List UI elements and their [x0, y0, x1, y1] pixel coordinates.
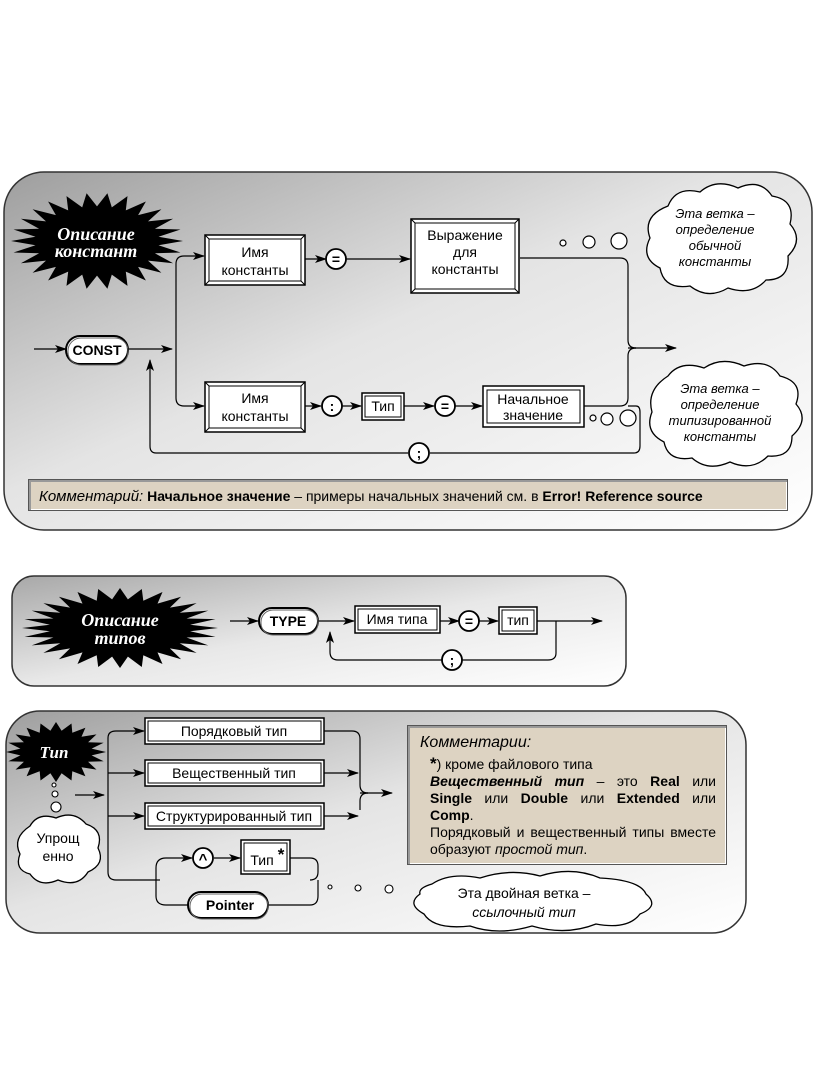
lower-name-line2: константы — [221, 408, 288, 424]
cloud-top-line2: определение — [676, 222, 755, 237]
comment-types: Комментарии: *) кроме файлового типа Вещ… — [407, 725, 727, 865]
cloud-regular-constant: Эта ветка – определение обычной констант… — [646, 183, 798, 295]
comment-error-ref: Error! Reference source — [542, 488, 703, 504]
real-type-box: Вещественный тип — [144, 759, 325, 787]
cloud-top-line4: константы — [679, 254, 752, 269]
svg-text:*: * — [278, 845, 285, 864]
comment-line-file-type: *) кроме файлового типа — [430, 754, 593, 773]
comment-text: – примеры начальных значений см. в — [290, 488, 543, 504]
const-name-box-lower: Имя константы — [204, 381, 306, 433]
cloud-bottom-line1: Эта ветка – — [680, 381, 760, 396]
cloud-simplified-line1: Упрощ — [37, 830, 80, 846]
badge-constants-line2: констант — [55, 241, 137, 261]
cloud-simplified-line2: енно — [42, 848, 73, 864]
svg-text:;: ; — [417, 445, 422, 461]
initial-value-line2: значение — [503, 407, 563, 423]
thought-dots-top — [559, 232, 628, 250]
cloud-typed-constant: Эта ветка – определение типизированной к… — [649, 360, 803, 467]
badge-type: Тип — [6, 722, 106, 782]
svg-text:Порядковый тип: Порядковый тип — [181, 723, 287, 739]
badge-types-line2: типов — [94, 628, 145, 648]
comment-label: Комментарий: — [39, 488, 144, 505]
expression-line2: для — [453, 244, 477, 260]
pointer-keyword: Pointer — [187, 891, 269, 920]
comment-line-simple-type: Порядковый и вещественный типы вместе об… — [430, 824, 716, 857]
upper-name-line1: Имя — [241, 244, 268, 260]
upper-name-line2: константы — [221, 262, 288, 278]
cloud-top-line1: Эта ветка – — [675, 206, 755, 221]
type-box-panel2: тип — [498, 606, 538, 635]
cloud-bottom-line4: константы — [684, 429, 757, 444]
svg-text:^: ^ — [199, 851, 208, 868]
svg-text:Pointer: Pointer — [206, 897, 255, 913]
colon-symbol: : — [321, 395, 343, 417]
svg-text:Вещественный тип: Вещественный тип — [172, 765, 296, 781]
lower-name-line1: Имя — [241, 390, 268, 406]
panel-constants: Описание констант CONST — [3, 171, 813, 531]
equals-symbol-types: = — [458, 610, 480, 632]
comments-heading: Комментарии: — [420, 734, 532, 751]
pointer-type-box: Тип * — [240, 839, 291, 875]
svg-text:Тип: Тип — [250, 852, 273, 868]
expression-box: Выражение для константы — [410, 218, 520, 294]
thought-dots-pointer — [327, 884, 394, 894]
svg-text:CONST: CONST — [73, 342, 122, 358]
svg-text:=: = — [465, 613, 473, 629]
svg-text:=: = — [332, 251, 340, 267]
svg-text:тип: тип — [507, 612, 529, 628]
const-name-box-upper: Имя константы — [204, 234, 306, 286]
comment-initial-value: Начальное значение — [147, 488, 291, 504]
svg-text::: : — [330, 398, 335, 414]
caret-symbol: ^ — [192, 847, 214, 869]
expression-line1: Выражение — [427, 227, 503, 243]
cloud-bottom-line2: определение — [681, 397, 760, 412]
badge-types-line1: Описание — [81, 610, 159, 630]
cloud-pointer-line2: ссылочный тип — [472, 904, 576, 920]
type-keyword: TYPE — [258, 607, 319, 636]
cloud-pointer-line1: Эта двойная ветка – — [458, 885, 591, 901]
panel-types: Описание типов TYPE Имя типа = — [11, 575, 627, 687]
comment-constants: Комментарий: Начальное значение – пример… — [28, 479, 788, 511]
cloud-top-line3: обычной — [689, 238, 741, 253]
semicolon-symbol-panel1: ; — [408, 442, 430, 464]
initial-value-box: Начальное значение — [482, 385, 585, 428]
semicolon-symbol-types: ; — [441, 649, 463, 671]
comment-line-real-type: Вещественный тип – это Real или Single и… — [430, 773, 717, 823]
cloud-pointer-branch: Эта двойная ветка – ссылочный тип — [413, 870, 653, 932]
type-name-box: Имя типа — [354, 605, 441, 634]
svg-text:Структурированный тип: Структурированный тип — [156, 808, 312, 824]
thought-dots-bottom — [589, 409, 637, 427]
expression-line3: константы — [431, 261, 498, 277]
svg-text:=: = — [441, 398, 449, 414]
cloud-simplified: Упрощ енно — [16, 814, 102, 884]
badge-types: Описание типов — [22, 588, 218, 668]
initial-value-line1: Начальное — [497, 391, 569, 407]
svg-text:Имя типа: Имя типа — [367, 611, 428, 627]
svg-text:Тип: Тип — [371, 398, 394, 414]
const-keyword: CONST — [65, 335, 129, 366]
structured-type-box: Структурированный тип — [144, 802, 325, 830]
ordinal-type-box: Порядковый тип — [144, 717, 325, 745]
type-box-panel1: Тип — [361, 392, 405, 421]
svg-text:;: ; — [450, 652, 455, 668]
svg-text:Тип: Тип — [40, 743, 69, 762]
badge-constants-line1: Описание — [57, 224, 135, 244]
thought-dots-left — [50, 782, 62, 813]
equals-symbol-lower: = — [434, 395, 456, 417]
cloud-bottom-line3: типизированной — [669, 413, 772, 428]
equals-symbol-upper: = — [325, 248, 347, 270]
badge-constants: Описание констант — [11, 193, 183, 289]
svg-text:TYPE: TYPE — [270, 613, 307, 629]
